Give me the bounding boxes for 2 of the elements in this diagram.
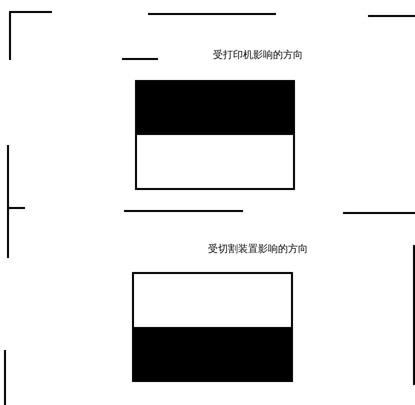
panel-heading: 受切割装置影响的方向 (208, 242, 308, 256)
panel-heading: 受打印机影响的方向 (213, 48, 303, 62)
